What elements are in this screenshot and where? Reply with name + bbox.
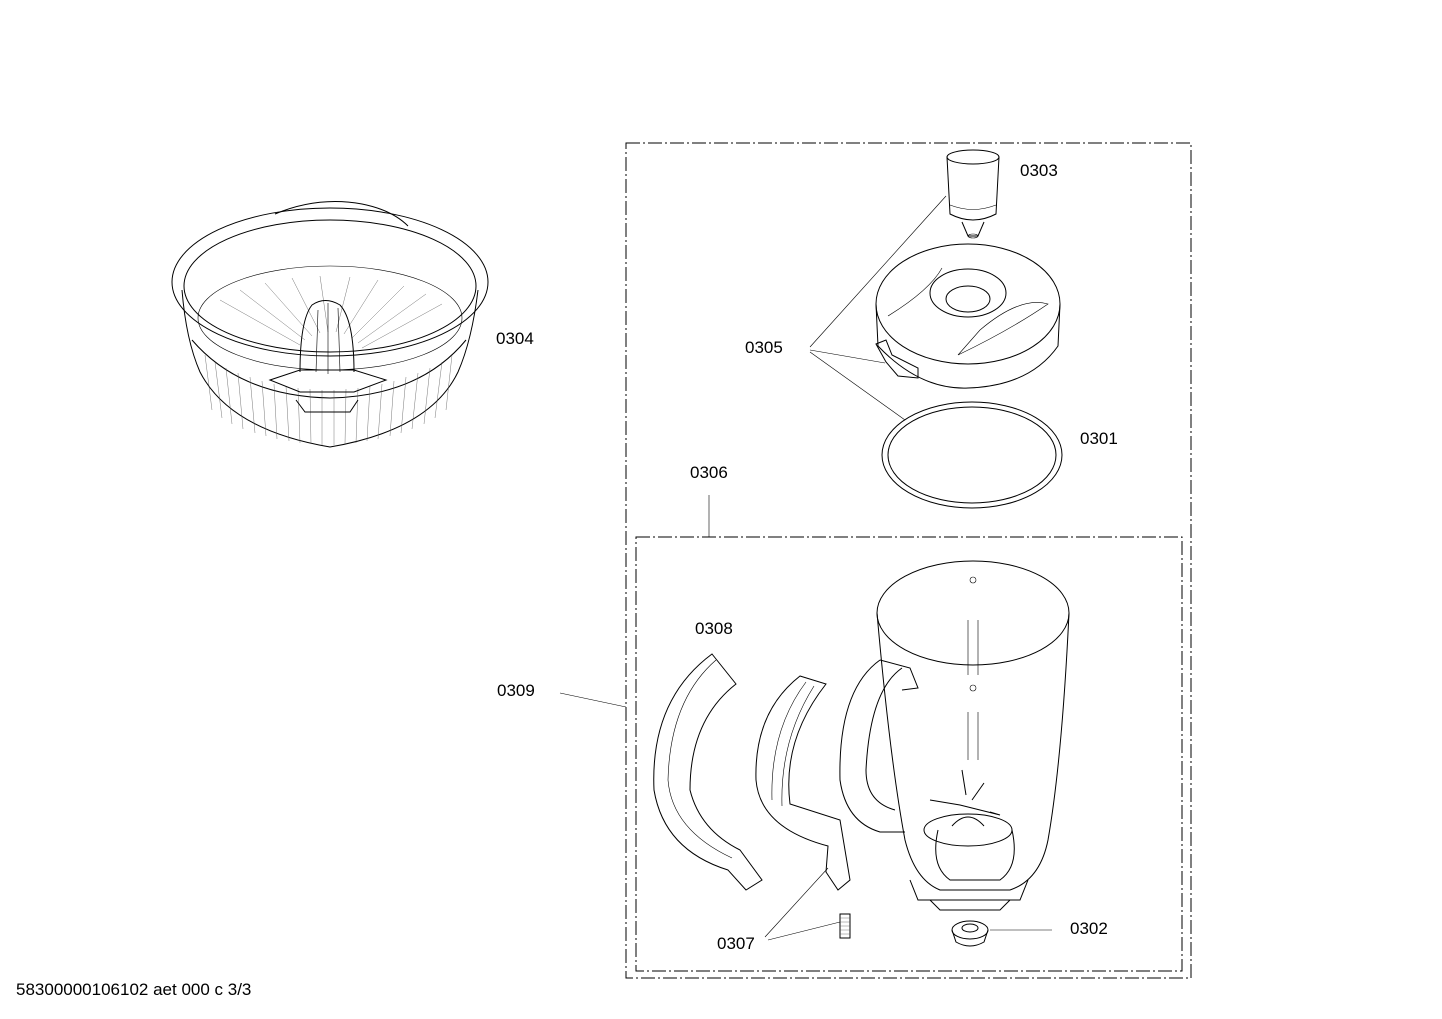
blender-jug-part (839, 560, 1070, 911)
leader-lines (559, 195, 1052, 941)
part-label-0307: 0307 (717, 934, 755, 953)
part-label-0301: 0301 (1080, 429, 1118, 448)
coupling-part (951, 920, 989, 947)
citrus-press-part (171, 201, 489, 448)
jug-subgroup-box (635, 536, 1183, 972)
sealing-ring-part (881, 401, 1063, 509)
measuring-cup-part (946, 149, 1000, 239)
assembly-group-box (625, 142, 1192, 979)
part-label-0305: 0305 (745, 338, 783, 357)
part-label-0308: 0308 (695, 619, 733, 638)
part-label-0302: 0302 (1070, 919, 1108, 938)
part-label-0306: 0306 (690, 463, 728, 482)
part-label-0309: 0309 (497, 681, 535, 700)
handle-insert-part (755, 675, 851, 939)
drawing-reference-footer: 58300000106102 aet 000 c 3/3 (16, 980, 252, 999)
part-label-0303: 0303 (1020, 161, 1058, 180)
jug-lid-part (875, 243, 1061, 389)
handle-cover-part (653, 653, 763, 891)
part-label-0304: 0304 (496, 329, 534, 348)
